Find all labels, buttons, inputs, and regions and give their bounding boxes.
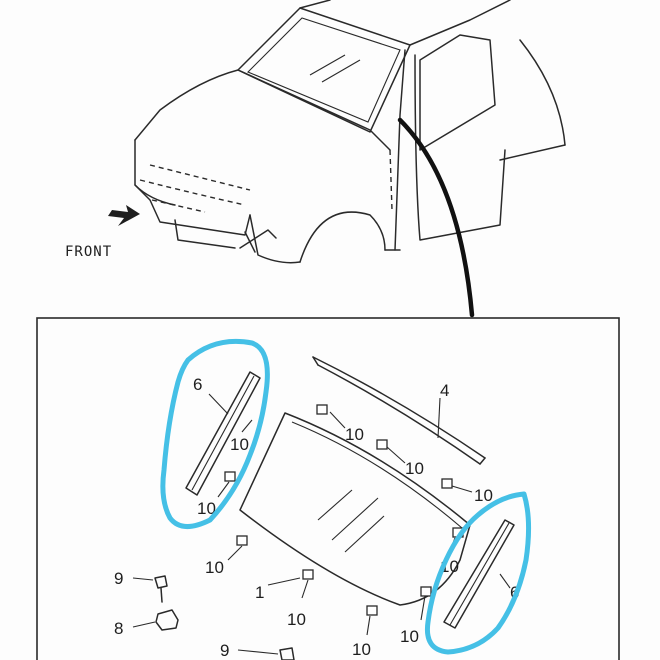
callout-10: 10 xyxy=(197,499,216,518)
front-label: FRONT xyxy=(65,244,112,260)
detail-view: 6 4 10 10 10 10 10 10 1 10 10 10 10 6 9 … xyxy=(114,338,532,660)
callout-10: 10 xyxy=(230,435,249,454)
front-direction-indicator: FRONT xyxy=(65,205,140,260)
fastener-clip xyxy=(316,404,328,415)
fastener-clip xyxy=(302,569,314,580)
callout-1: 1 xyxy=(255,583,264,602)
screw-head xyxy=(154,575,168,589)
callout-9: 9 xyxy=(220,641,229,660)
callout-10: 10 xyxy=(474,486,493,505)
screw-head xyxy=(279,647,295,660)
callout-labels: 6 4 10 10 10 10 10 10 1 10 10 10 10 6 9 … xyxy=(114,375,519,660)
fastener-set xyxy=(224,404,464,616)
side-molding-left xyxy=(185,371,261,496)
callout-8: 8 xyxy=(114,619,123,638)
fastener-clip xyxy=(224,471,236,482)
front-arrow-icon xyxy=(108,205,140,226)
windshield-glass xyxy=(239,412,471,606)
fastener-clip xyxy=(376,439,388,450)
callout-10: 10 xyxy=(287,610,306,629)
callout-10: 10 xyxy=(352,640,371,659)
highlight-annotations xyxy=(160,338,532,655)
callout-10: 10 xyxy=(400,627,419,646)
fastener-clip xyxy=(366,605,378,616)
callout-10: 10 xyxy=(345,425,364,444)
fastener-clip xyxy=(441,478,453,489)
callout-10: 10 xyxy=(405,459,424,478)
clip-part xyxy=(155,609,179,631)
leader-lines xyxy=(132,393,511,655)
vehicle-overview xyxy=(134,0,566,318)
highlight-loop-right xyxy=(424,491,532,655)
fastener-clip xyxy=(420,586,432,597)
callout-4: 4 xyxy=(440,381,449,400)
screw-shank xyxy=(160,587,163,603)
upper-molding xyxy=(312,356,486,465)
callout-6-left: 6 xyxy=(193,375,202,394)
side-molding-right xyxy=(443,519,515,629)
callout-9: 9 xyxy=(114,569,123,588)
detail-frame xyxy=(36,317,620,660)
fastener-clip xyxy=(236,535,248,546)
callout-10: 10 xyxy=(205,558,224,577)
highlight-loop-left xyxy=(160,338,270,529)
hardware-parts xyxy=(154,575,295,660)
